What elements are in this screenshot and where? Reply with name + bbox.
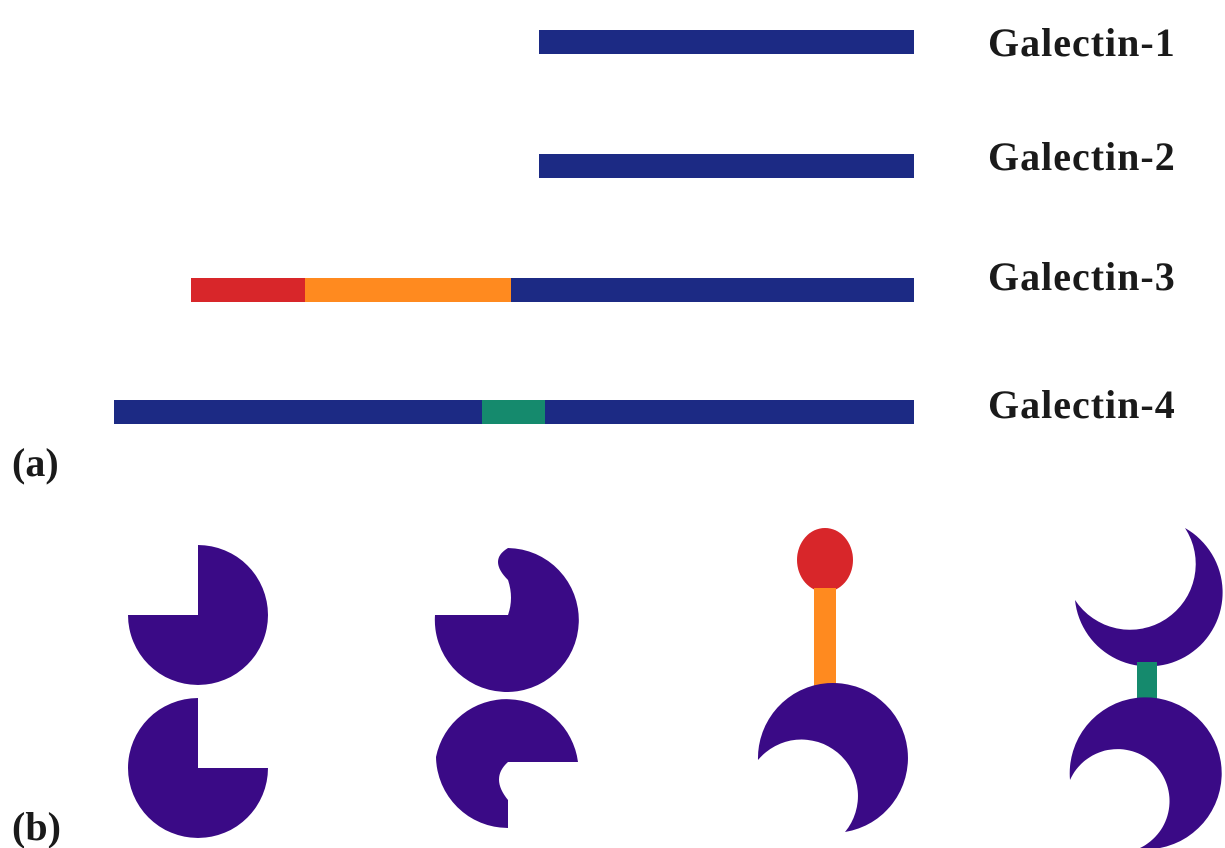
galectin-2-upper-domain: [434, 548, 579, 692]
galectin-4-n-crd-bar: [114, 400, 482, 424]
galectin-1-dimer: [128, 545, 268, 838]
galectin-4-tandem: [1069, 528, 1223, 848]
galectin-4-label: Galectin-4: [988, 382, 1176, 427]
galectin-4-linker-bar: [482, 400, 545, 424]
galectin-2-lower-domain: [436, 699, 578, 828]
galectin-4-lower-crescent: [1069, 697, 1222, 848]
galectin-3-n-terminal-bar: [191, 278, 305, 302]
galectin-1-upper-domain: [128, 545, 268, 685]
galectin-3-collagen-stalk: [814, 588, 836, 700]
panel-a-label: (a): [12, 440, 59, 485]
galectin-3-label: Galectin-3: [988, 254, 1176, 299]
galectin-1-label: Galectin-1: [988, 20, 1176, 65]
galectin-4-upper-crescent: [1075, 528, 1223, 667]
galectin-3-collagen-like-bar: [305, 278, 511, 302]
galectin-3-crd-bar: [511, 278, 914, 302]
galectin-4-c-crd-bar: [545, 400, 914, 424]
galectin-2-dimer: [434, 548, 579, 828]
galectin-1-crd-bar: [539, 30, 914, 54]
galectin-2-label: Galectin-2: [988, 134, 1176, 179]
galectin-1-lower-domain: [128, 698, 268, 838]
panel-a: Galectin-1 Galectin-2 Galectin-3 Galecti…: [12, 20, 1176, 485]
panel-b: (b): [12, 528, 1223, 848]
galectin-3-n-terminal-ball: [797, 528, 853, 592]
galectin-2-crd-bar: [539, 154, 914, 178]
galectin-3-monomer: [757, 528, 908, 832]
galectin-3-crd-crescent: [757, 682, 908, 832]
panel-b-label: (b): [12, 804, 61, 848]
